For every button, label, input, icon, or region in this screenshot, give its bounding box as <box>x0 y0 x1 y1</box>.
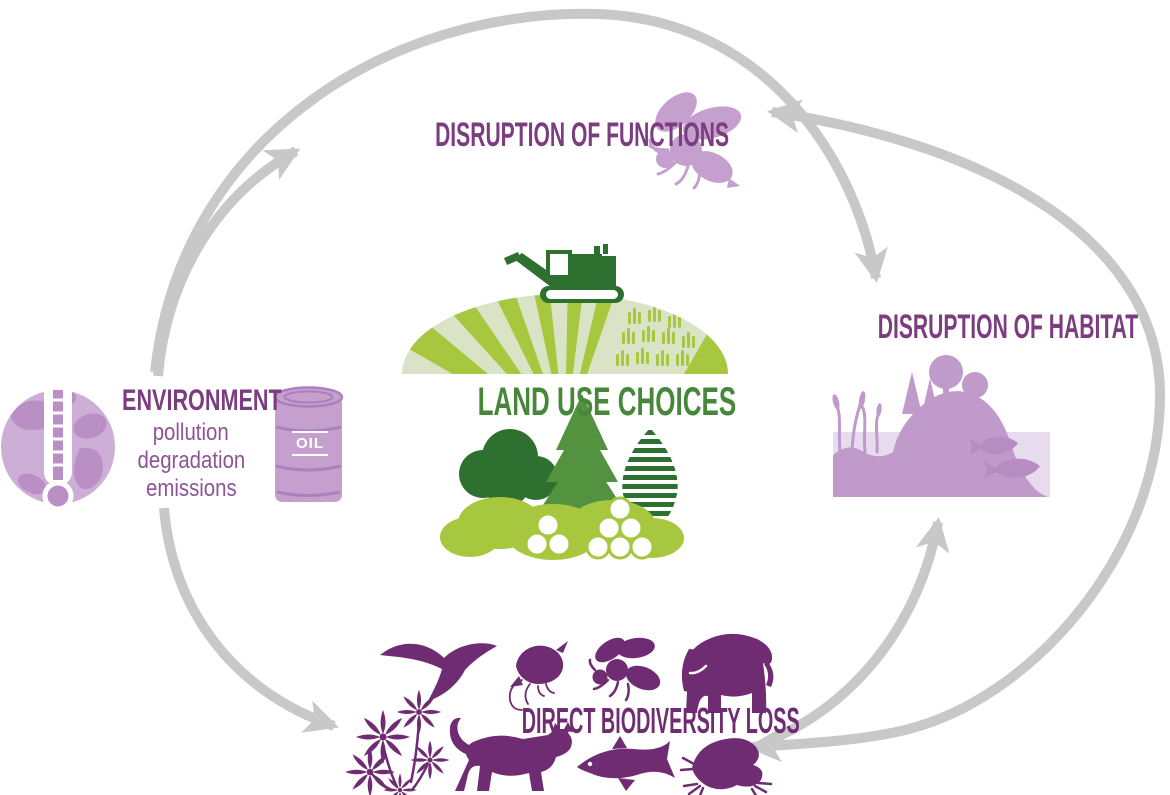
plant-icon <box>345 689 450 795</box>
arrow-environment-to-habitat <box>150 8 888 373</box>
panther-icon <box>449 717 573 791</box>
arrow-right-cycle <box>746 99 1166 763</box>
cycle-arrows <box>150 8 1166 763</box>
environment-item-degradation: degradation <box>137 447 245 474</box>
biodiversity-label: DIRECT BIODIVERSITY LOSS <box>521 700 800 741</box>
habitat-label: DISRUPTION OF HABITAT <box>877 308 1139 346</box>
environment-item-pollution: pollution <box>153 419 229 446</box>
shrimp-icon <box>508 641 568 711</box>
elephant-icon <box>681 633 774 713</box>
bee-icon <box>648 92 742 190</box>
albatross-icon <box>380 643 497 701</box>
reed-icon <box>832 391 882 455</box>
wasp-icon <box>588 637 661 702</box>
arrow-environment-to-biodiversity <box>159 507 339 733</box>
habitat-trees-icon <box>902 355 988 420</box>
tuna-icon <box>577 736 675 791</box>
combine-harvester-icon <box>504 244 624 303</box>
globe-thermometer-icon <box>1 374 115 512</box>
oil-barrel-icon <box>273 386 344 502</box>
oil-barrel-label: OIL <box>292 431 328 456</box>
habitat-landscape-icon <box>832 355 1050 497</box>
farmland-hill-icon <box>402 294 728 374</box>
conifer-tree-icon <box>536 394 628 532</box>
bush-and-logs-icon <box>440 496 684 560</box>
environment-item-emissions: emissions <box>145 475 237 502</box>
environment-sublabels: pollution degradation emissions <box>91 419 291 503</box>
environment-label: ENVIRONMENT <box>122 384 282 417</box>
fish-icon <box>970 436 1040 479</box>
land-use-choices-title: LAND USE CHOICES <box>477 380 737 424</box>
frog-icon <box>679 738 773 795</box>
functions-label: DISRUPTION OF FUNCTIONS <box>435 116 730 154</box>
